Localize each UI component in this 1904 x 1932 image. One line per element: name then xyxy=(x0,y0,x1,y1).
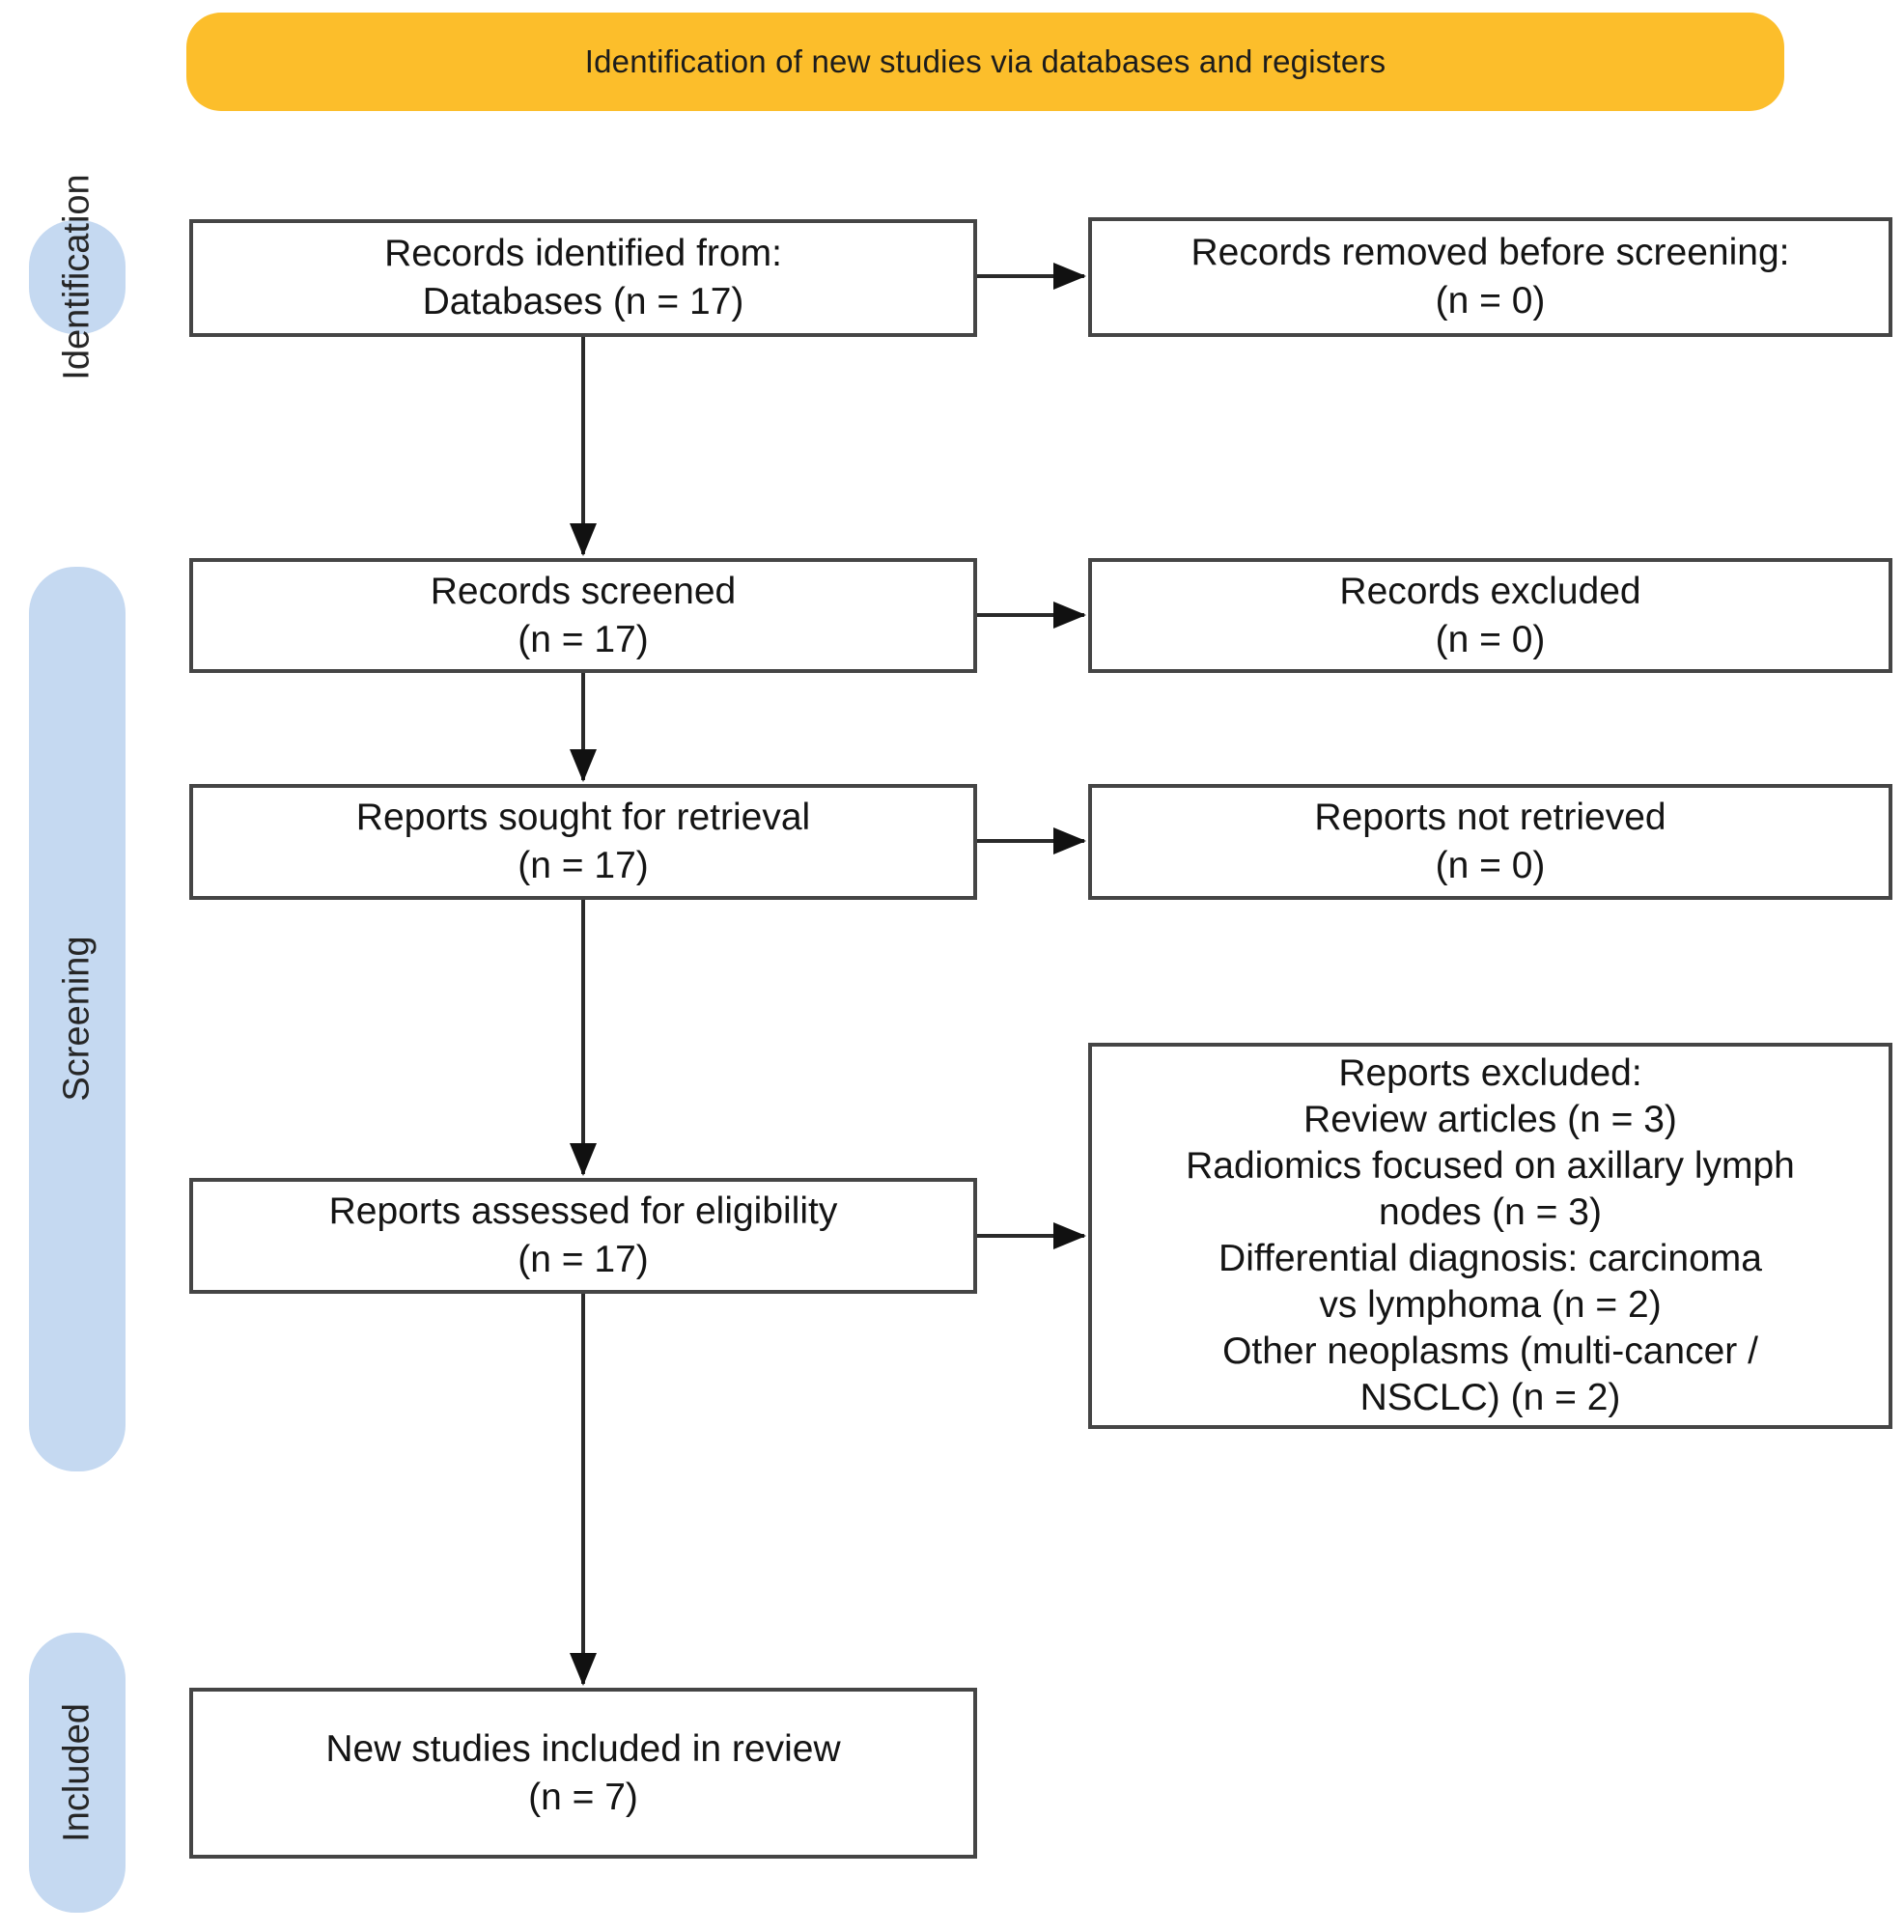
box-line: Reports assessed for eligibility xyxy=(328,1190,838,1232)
box-line: Databases (n = 17) xyxy=(422,281,744,322)
box-line: Other neoplasms (multi-cancer / xyxy=(1222,1330,1758,1372)
box-line: (n = 17) xyxy=(518,1239,649,1280)
box-line: (n = 17) xyxy=(518,618,649,660)
stage-pill-screening xyxy=(29,567,126,1471)
box-records-screened: Records screened (n = 17) xyxy=(189,558,977,673)
box-records-removed: Records removed before screening: (n = 0… xyxy=(1088,217,1892,337)
stage-label-included: Included xyxy=(56,1703,98,1842)
box-reports-not-retrieved: Reports not retrieved (n = 0) xyxy=(1088,784,1892,900)
box-records-identified: Records identified from: Databases (n = … xyxy=(189,219,977,337)
box-line: (n = 17) xyxy=(518,845,649,886)
box-line: Radiomics focused on axillary lymph xyxy=(1186,1145,1795,1187)
box-line: Records excluded xyxy=(1339,570,1641,612)
box-line: Reports not retrieved xyxy=(1314,797,1666,838)
box-line: vs lymphoma (n = 2) xyxy=(1319,1284,1662,1326)
box-line: Review articles (n = 3) xyxy=(1303,1099,1677,1140)
box-records-excluded: Records excluded (n = 0) xyxy=(1088,558,1892,673)
box-line: Records removed before screening: xyxy=(1190,232,1790,273)
box-new-studies-included: New studies included in review (n = 7) xyxy=(189,1688,977,1859)
stage-label-identification: Identification xyxy=(56,174,98,380)
box-line: NSCLC) (n = 2) xyxy=(1359,1377,1621,1418)
box-line: (n = 0) xyxy=(1435,618,1546,660)
stage-pill-included xyxy=(29,1633,126,1913)
banner-title: Identification of new studies via databa… xyxy=(584,43,1386,79)
box-line: Records identified from: xyxy=(384,233,782,274)
box-reports-assessed: Reports assessed for eligibility (n = 17… xyxy=(189,1178,977,1294)
box-line: Reports excluded: xyxy=(1338,1052,1642,1094)
stage-pill-identification xyxy=(29,220,126,334)
stage-label-screening: Screening xyxy=(56,936,98,1102)
box-reports-sought: Reports sought for retrieval (n = 17) xyxy=(189,784,977,900)
box-line: Reports sought for retrieval xyxy=(355,797,811,838)
box-line: Differential diagnosis: carcinoma xyxy=(1218,1238,1762,1279)
box-line: Records screened xyxy=(430,570,737,612)
box-line: New studies included in review xyxy=(325,1727,841,1770)
banner-identification-via-databases: Identification of new studies via databa… xyxy=(186,13,1784,111)
box-line: nodes (n = 3) xyxy=(1379,1191,1602,1233)
box-line: (n = 7) xyxy=(528,1776,638,1818)
box-line: (n = 0) xyxy=(1435,845,1546,886)
box-reports-excluded: Reports excluded: Review articles (n = 3… xyxy=(1088,1043,1892,1429)
box-line: (n = 0) xyxy=(1435,280,1546,322)
